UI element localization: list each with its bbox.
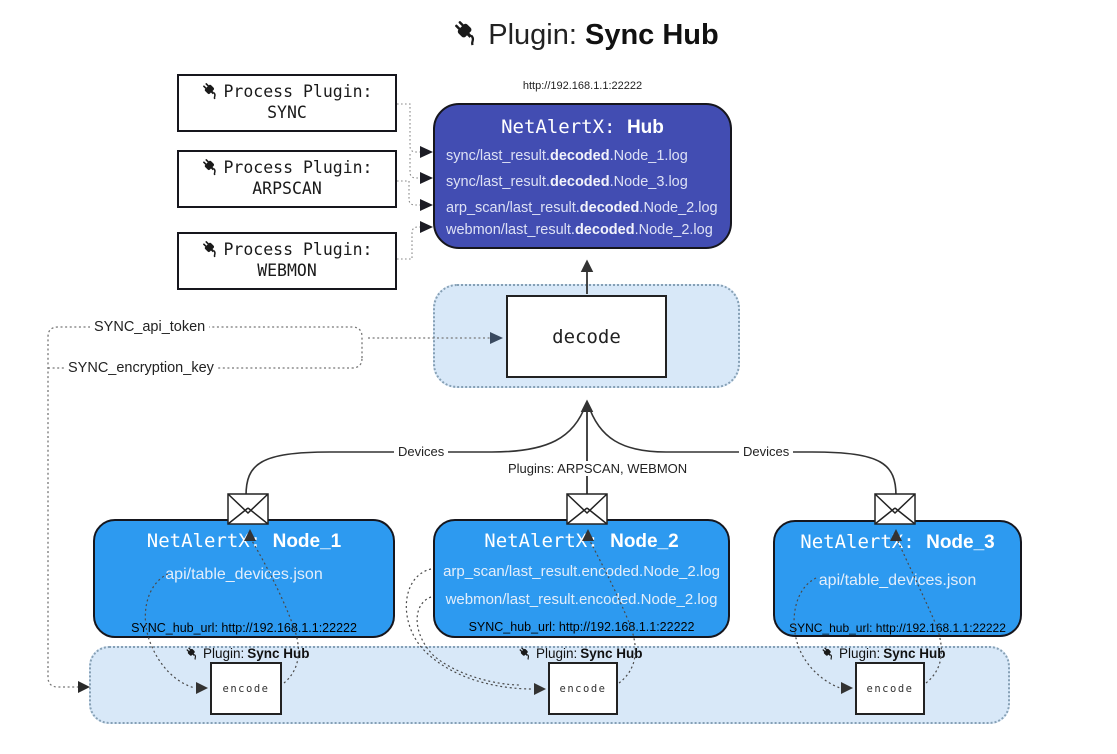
encode-plugin-label: Plugin: Sync Hub bbox=[185, 646, 310, 661]
setting-api-token: SYNC_api_token bbox=[90, 319, 210, 335]
process-plugin-name: ARPSCAN bbox=[252, 179, 322, 198]
log-post: .Node_3.log bbox=[609, 174, 688, 190]
process-plugin-box-sync: Process Plugin: SYNC bbox=[177, 74, 397, 132]
edge-label-devices-left: Devices bbox=[394, 444, 449, 459]
encode-plugin-name: Sync Hub bbox=[580, 646, 643, 661]
log-post: .Node_1.log bbox=[609, 148, 688, 164]
title-prefix: Plugin: bbox=[488, 19, 577, 51]
node-title-prefix: NetAlertX: bbox=[484, 530, 611, 552]
log-pre: sync/last_result. bbox=[446, 174, 550, 190]
plug-icon bbox=[518, 646, 533, 661]
edge-plugins-to-hub bbox=[397, 103, 420, 260]
log-bold: decoded bbox=[574, 222, 635, 238]
encode-plugin-name: Sync Hub bbox=[883, 646, 946, 661]
log-pre: sync/last_result. bbox=[446, 148, 550, 164]
process-plugin-box-webmon: Process Plugin: WEBMON bbox=[177, 232, 397, 290]
node-title-prefix: NetAlertX: bbox=[800, 531, 927, 553]
encode-plugin-name: Sync Hub bbox=[247, 646, 310, 661]
encode-label: encode bbox=[866, 682, 914, 695]
process-plugin-box-arpscan: Process Plugin: ARPSCAN bbox=[177, 150, 397, 208]
encode-plugin-prefix: Plugin: bbox=[536, 646, 578, 661]
decode-label: decode bbox=[552, 325, 621, 348]
node-file-line: api/table_devices.json bbox=[818, 572, 977, 589]
encode-label: encode bbox=[222, 682, 270, 695]
node-box-node1: NetAlertX: Node_1 api/table_devices.json… bbox=[93, 519, 395, 638]
process-plugin-label: Process Plugin: bbox=[223, 239, 373, 259]
node-box-node2: NetAlertX: Node_2 arp_scan/last_result.e… bbox=[433, 519, 730, 638]
node-hub-url: SYNC_hub_url: http://192.168.1.1:22222 bbox=[131, 621, 357, 635]
hub-url: http://192.168.1.1:22222 bbox=[522, 80, 643, 92]
log-post: .Node_2.log bbox=[634, 222, 713, 238]
title-name: Sync Hub bbox=[584, 19, 719, 51]
encode-plugin-label: Plugin: Sync Hub bbox=[518, 646, 643, 661]
node-title-name: Node_3 bbox=[926, 532, 995, 553]
node-title-name: Node_2 bbox=[610, 531, 679, 552]
node-file-line: arp_scan/last_result.encoded.Node_2.log bbox=[443, 563, 720, 580]
plug-icon bbox=[201, 81, 221, 101]
encode-box: encode bbox=[855, 662, 925, 715]
hub-log-line: webmon/last_result.decoded.Node_2.log bbox=[446, 222, 713, 238]
hub-title: NetAlertX: Hub bbox=[435, 116, 730, 139]
hub-log-line: arp_scan/last_result.decoded.Node_2.log bbox=[446, 200, 718, 216]
encode-box: encode bbox=[548, 662, 618, 715]
plug-icon bbox=[201, 157, 221, 177]
plug-icon bbox=[185, 646, 200, 661]
hub-input-arrowheads bbox=[420, 146, 433, 233]
page-title: Plugin: Sync Hub bbox=[54, 18, 1117, 52]
plug-icon bbox=[201, 239, 221, 259]
node-file-line: webmon/last_result.encoded.Node_2.log bbox=[445, 591, 718, 608]
hub-title-prefix: NetAlertX: bbox=[501, 116, 627, 138]
node-title-prefix: NetAlertX: bbox=[146, 530, 273, 552]
process-plugin-name: WEBMON bbox=[257, 261, 317, 280]
log-bold: decoded bbox=[549, 148, 610, 164]
log-bold: decoded bbox=[549, 174, 610, 190]
log-pre: arp_scan/last_result. bbox=[446, 200, 580, 216]
decode-box: decode bbox=[506, 295, 667, 378]
log-pre: webmon/last_result. bbox=[446, 222, 575, 238]
edge-label-plugins: Plugins: ARPSCAN, WEBMON bbox=[504, 461, 692, 476]
node-box-node3: NetAlertX: Node_3 api/table_devices.json… bbox=[773, 520, 1022, 637]
hub-log-line: sync/last_result.decoded.Node_3.log bbox=[446, 174, 688, 190]
hub-title-name: Hub bbox=[626, 117, 664, 138]
node-title: NetAlertX: Node_3 bbox=[775, 531, 1020, 554]
node-hub-url: SYNC_hub_url: http://192.168.1.1:22222 bbox=[468, 620, 695, 634]
encode-plugin-prefix: Plugin: bbox=[203, 646, 245, 661]
node-hub-url: SYNC_hub_url: http://192.168.1.1:22222 bbox=[789, 621, 1006, 635]
encode-plugin-prefix: Plugin: bbox=[839, 646, 881, 661]
node-file-line: api/table_devices.json bbox=[165, 566, 323, 583]
encode-box: encode bbox=[210, 662, 282, 715]
hub-box: NetAlertX: Hub sync/last_result.decoded.… bbox=[433, 103, 732, 249]
process-plugin-label: Process Plugin: bbox=[223, 157, 373, 177]
process-plugin-label: Process Plugin: bbox=[223, 81, 373, 101]
node-title: NetAlertX: Node_1 bbox=[95, 530, 393, 553]
log-bold: decoded bbox=[579, 200, 640, 216]
encode-plugin-label: Plugin: Sync Hub bbox=[821, 646, 946, 661]
plug-icon bbox=[452, 18, 482, 48]
setting-encryption-key: SYNC_encryption_key bbox=[64, 360, 218, 376]
node-title-name: Node_1 bbox=[272, 531, 342, 552]
process-plugin-name: SYNC bbox=[267, 103, 307, 122]
encode-label: encode bbox=[559, 682, 607, 695]
hub-log-line: sync/last_result.decoded.Node_1.log bbox=[446, 148, 688, 164]
node-title: NetAlertX: Node_2 bbox=[435, 530, 728, 553]
log-post: .Node_2.log bbox=[639, 200, 718, 216]
plug-icon bbox=[821, 646, 836, 661]
edge-label-devices-right: Devices bbox=[739, 444, 794, 459]
